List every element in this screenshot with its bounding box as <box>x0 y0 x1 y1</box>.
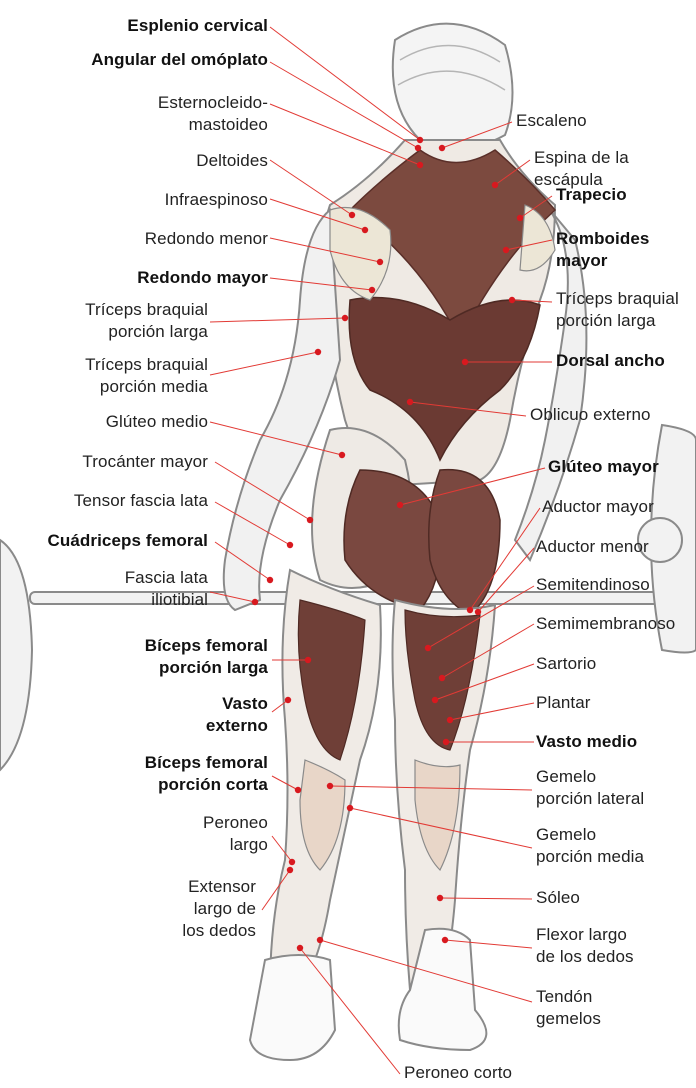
barbell-plate-left <box>0 540 32 770</box>
label-gemelo-porcion-lateral: Gemelo porción lateral <box>536 766 644 810</box>
head <box>393 24 513 149</box>
label-vasto-externo: Vasto externo <box>206 693 268 737</box>
label-biceps-femoral-porcion-corta: Bíceps femoral porción corta <box>145 752 268 796</box>
label-gluteo-medio: Glúteo medio <box>106 411 208 433</box>
marker-dot-30 <box>439 675 445 681</box>
label-aductor-menor: Aductor menor <box>536 536 649 558</box>
label-tendon-gemelos: Tendón gemelos <box>536 986 601 1030</box>
label-vasto-medio: Vasto medio <box>536 731 637 753</box>
label-gemelo-porcion-media: Gemelo porción media <box>536 824 644 868</box>
marker-dot-13 <box>252 599 258 605</box>
label-redondo-menor: Redondo menor <box>145 228 268 250</box>
marker-dot-21 <box>517 215 523 221</box>
marker-dot-39 <box>297 945 303 951</box>
marker-dot-0 <box>417 137 423 143</box>
label-semimembranoso: Semimembranoso <box>536 613 675 635</box>
label-flexor-largo-de-los-dedos: Flexor largo de los dedos <box>536 924 634 968</box>
label-semitendinoso: Semitendinoso <box>536 574 650 596</box>
label-triceps-porcion-media: Tríceps braquial porción media <box>85 354 208 398</box>
label-infraespinoso: Infraespinoso <box>165 189 268 211</box>
label-plantar: Plantar <box>536 692 591 714</box>
label-redondo-mayor: Redondo mayor <box>137 267 268 289</box>
marker-dot-6 <box>369 287 375 293</box>
label-deltoides: Deltoides <box>196 150 268 172</box>
label-tensor-fascia-lata: Tensor fascia lata <box>74 490 208 512</box>
label-trapecio: Trapecio <box>556 184 627 206</box>
legs <box>270 570 495 990</box>
label-triceps-porcion-larga-right: Tríceps braquial porción larga <box>556 288 679 332</box>
label-cuadriceps-femoral: Cuádriceps femoral <box>47 530 208 552</box>
marker-dot-28 <box>475 609 481 615</box>
label-esplenio-cervical: Esplenio cervical <box>127 15 268 37</box>
marker-dot-23 <box>509 297 515 303</box>
marker-dot-11 <box>287 542 293 548</box>
marker-dot-9 <box>339 452 345 458</box>
label-oblicuo-externo: Oblicuo externo <box>530 404 651 426</box>
marker-dot-22 <box>503 247 509 253</box>
label-extensor-largo-de-los-dedos: Extensor largo de los dedos <box>182 876 256 942</box>
marker-dot-32 <box>447 717 453 723</box>
marker-dot-38 <box>317 937 323 943</box>
marker-dot-12 <box>267 577 273 583</box>
marker-dot-17 <box>289 859 295 865</box>
marker-dot-16 <box>295 787 301 793</box>
label-trocanter-mayor: Trocánter mayor <box>82 451 208 473</box>
marker-dot-36 <box>437 895 443 901</box>
leader-line-3 <box>270 160 352 215</box>
marker-dot-8 <box>315 349 321 355</box>
marker-dot-34 <box>327 783 333 789</box>
marker-dot-27 <box>467 607 473 613</box>
label-soleo: Sóleo <box>536 887 580 909</box>
marker-dot-5 <box>377 259 383 265</box>
label-fascia-lata-iliotibial: Fascia lata iliotibial <box>125 567 208 611</box>
label-peroneo-corto: Peroneo corto <box>404 1062 512 1084</box>
marker-dot-2 <box>417 162 423 168</box>
marker-dot-18 <box>287 867 293 873</box>
marker-dot-3 <box>349 212 355 218</box>
label-romboides-mayor: Romboides mayor <box>556 228 649 272</box>
leader-line-2 <box>270 104 420 165</box>
marker-dot-20 <box>492 182 498 188</box>
label-peroneo-largo: Peroneo largo <box>203 812 268 856</box>
marker-dot-37 <box>442 937 448 943</box>
label-escaleno: Escaleno <box>516 110 587 132</box>
label-biceps-femoral-porcion-larga: Bíceps femoral porción larga <box>145 635 268 679</box>
marker-dot-14 <box>305 657 311 663</box>
marker-dot-4 <box>362 227 368 233</box>
label-aductor-mayor: Aductor mayor <box>542 496 654 518</box>
marker-dot-35 <box>347 805 353 811</box>
marker-dot-1 <box>415 145 421 151</box>
marker-dot-7 <box>342 315 348 321</box>
label-dorsal-ancho: Dorsal ancho <box>556 350 665 372</box>
marker-dot-26 <box>397 502 403 508</box>
label-triceps-porcion-larga-left: Tríceps braquial porción larga <box>85 299 208 343</box>
label-angular-del-omoplato: Angular del omóplato <box>91 49 268 71</box>
marker-dot-15 <box>285 697 291 703</box>
label-gluteo-mayor: Glúteo mayor <box>548 456 659 478</box>
marker-dot-25 <box>407 399 413 405</box>
marker-dot-24 <box>462 359 468 365</box>
marker-dot-31 <box>432 697 438 703</box>
marker-dot-29 <box>425 645 431 651</box>
marker-dot-33 <box>443 739 449 745</box>
marker-dot-19 <box>439 145 445 151</box>
label-esternocleidomastoideo: Esternocleido- mastoideo <box>158 92 268 136</box>
marker-dot-10 <box>307 517 313 523</box>
label-sartorio: Sartorio <box>536 653 596 675</box>
